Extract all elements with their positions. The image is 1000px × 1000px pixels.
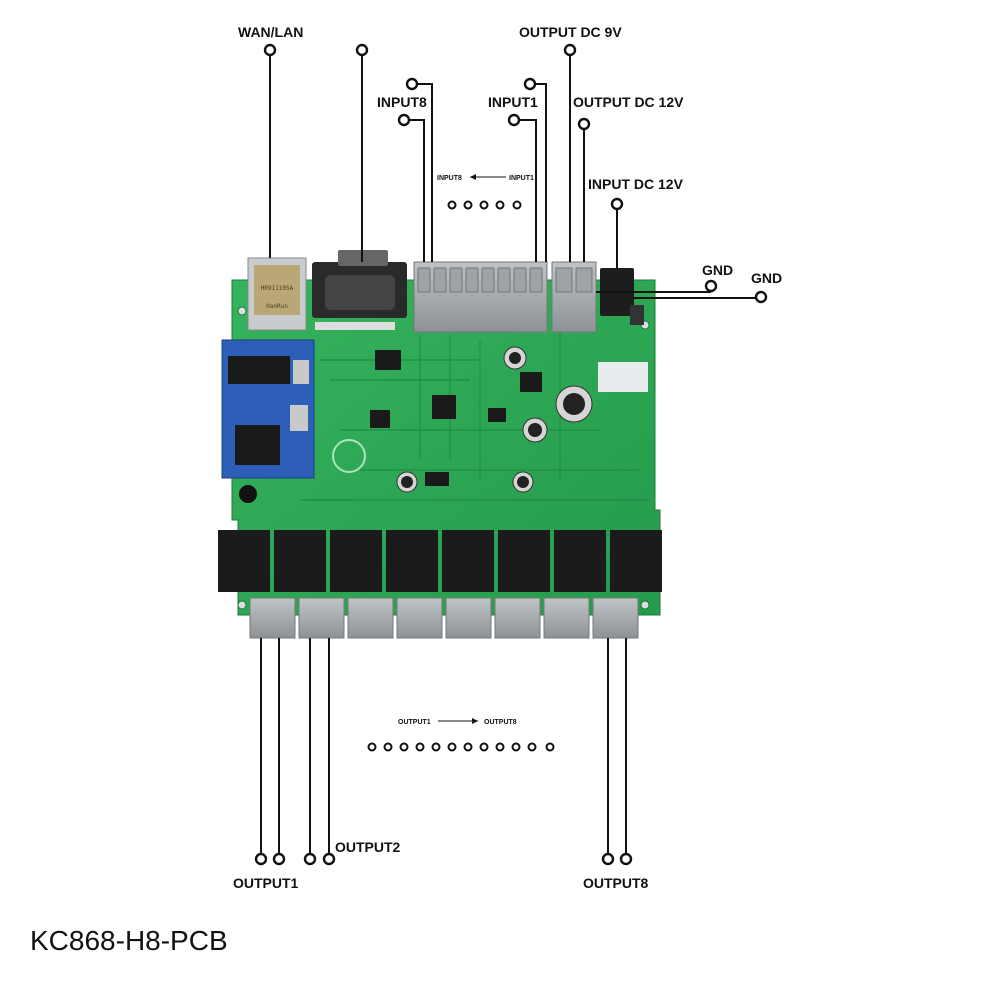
ethernet-brand-text: HanRun <box>266 303 288 310</box>
arrow-label-input1: INPUT1 <box>509 175 534 182</box>
db9-connector <box>312 250 407 318</box>
label-input1: INPUT1 <box>488 94 538 110</box>
label-input-dc-12v: INPUT DC 12V <box>588 176 684 192</box>
label-sticker <box>598 362 648 392</box>
label-gnd-1: GND <box>702 262 733 278</box>
board-components <box>239 322 593 503</box>
arrow-label-input8: INPUT8 <box>437 175 462 182</box>
label-input8: INPUT8 <box>377 94 427 110</box>
arrow-label-output8: OUTPUT8 <box>484 719 517 726</box>
ethernet-jack: HR911105A HanRun <box>247 257 307 331</box>
board-title: KC868-H8-PCB <box>30 925 228 956</box>
ethernet-module <box>221 339 315 479</box>
output-terminal-row <box>249 597 639 639</box>
output-dots <box>367 742 555 752</box>
input-dots <box>447 200 522 210</box>
label-wan-lan: WAN/LAN <box>238 24 303 40</box>
callout-pins <box>254 43 768 866</box>
label-output8: OUTPUT8 <box>583 875 649 891</box>
label-output-dc-9v: OUTPUT DC 9V <box>519 24 622 40</box>
power-terminal-block <box>551 261 597 333</box>
relay-row <box>218 530 662 592</box>
label-output2: OUTPUT2 <box>335 839 401 855</box>
label-gnd-2: GND <box>751 270 782 286</box>
label-output-dc-12v: OUTPUT DC 12V <box>573 94 684 110</box>
arrow-label-output1: OUTPUT1 <box>398 719 431 726</box>
ethernet-model-text: HR911105A <box>261 285 294 292</box>
label-output1: OUTPUT1 <box>233 875 299 891</box>
input-terminal-block <box>413 261 548 333</box>
